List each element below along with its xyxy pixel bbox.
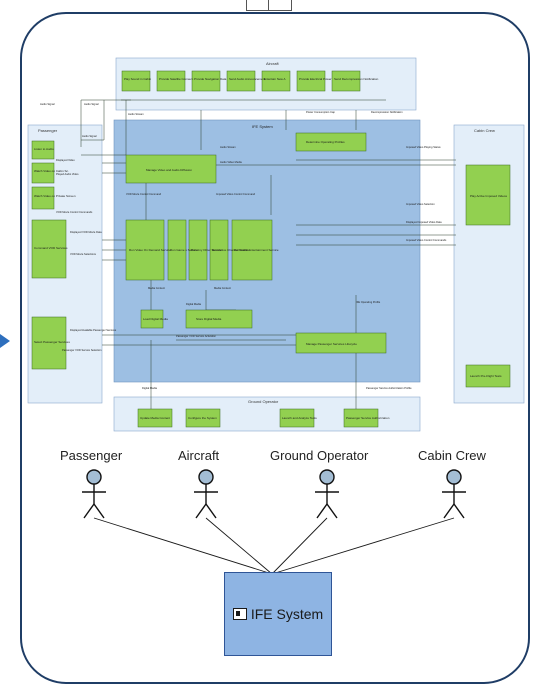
svg-text:Play Sound in Cabin: Play Sound in Cabin xyxy=(124,77,152,81)
passenger-actor-icon xyxy=(82,469,106,519)
ife-system-text: IFE System xyxy=(250,606,324,622)
cabin-crew-functions: Play Active Imposed Videos Launch Pre-Fl… xyxy=(465,164,511,388)
svg-text:Run Any Other Service: Run Any Other Service xyxy=(191,248,222,252)
passenger-lane-title: Passenger xyxy=(38,128,58,133)
ground-lane-title: Ground Operator xyxy=(248,399,279,404)
svg-text:Media Content: Media Content xyxy=(148,286,165,290)
arrow-pointer-icon xyxy=(0,334,10,348)
svg-text:Launch Pre-Flight Tests: Launch Pre-Flight Tests xyxy=(470,374,502,378)
svg-text:Run Cabin Entertainment Servic: Run Cabin Entertainment Service xyxy=(234,248,279,252)
svg-text:Manage Video and Audio Diffusi: Manage Video and Audio Diffusion xyxy=(146,168,192,172)
svg-text:Command VOD Services: Command VOD Services xyxy=(34,246,68,250)
svg-text:Run Game s Service: Run Game s Service xyxy=(170,248,198,252)
svg-text:Audio Video Media: Audio Video Media xyxy=(220,160,242,164)
svg-text:Manage Passenger Services Life: Manage Passenger Services Lifecycle xyxy=(306,342,357,346)
svg-text:Media Content: Media Content xyxy=(214,286,231,290)
svg-text:Provide Navigation Data: Provide Navigation Data xyxy=(194,77,227,81)
ife-architecture-diagram: Aircraft Passenger IFE System Cabin Crew… xyxy=(27,57,525,432)
svg-text:Select Passenger Services: Select Passenger Services xyxy=(34,340,70,344)
svg-text:Imposed Video Playing Status: Imposed Video Playing Status xyxy=(406,145,441,149)
svg-text:Update Media Content: Update Media Content xyxy=(140,416,170,420)
system-block-icon xyxy=(232,608,247,620)
svg-text:Audio Signal: Audio Signal xyxy=(40,102,55,106)
actors-diagram xyxy=(82,469,466,575)
actor-label-passenger: Passenger xyxy=(60,448,123,463)
svg-text:Load Digital Media: Load Digital Media xyxy=(143,317,168,321)
actor-connection-lines xyxy=(93,517,455,575)
svg-text:Send Decompression Notificatio: Send Decompression Notification xyxy=(334,77,379,81)
svg-text:VOD Movie Selections: VOD Movie Selections xyxy=(70,252,97,256)
svg-text:Digital Media: Digital Media xyxy=(186,302,202,306)
svg-text:Power Consumption Cap: Power Consumption Cap xyxy=(306,110,335,114)
ground-operator-functions: Update Media Content Configure the Syste… xyxy=(137,408,390,428)
svg-text:Decompression Notification: Decompression Notification xyxy=(371,110,403,114)
svg-text:Displayed Available Passenger: Displayed Available Passenger Services xyxy=(70,328,117,332)
svg-text:Imposed Video Selection: Imposed Video Selection xyxy=(406,202,435,206)
svg-text:Send Audio Announcement: Send Audio Announcement xyxy=(229,77,265,81)
svg-text:Passenger Service Authorizatio: Passenger Service Authorization xyxy=(346,416,390,420)
svg-text:Run Video On Demand Service: Run Video On Demand Service xyxy=(129,248,171,252)
ife-system-label: IFE System xyxy=(232,606,324,622)
svg-text:Store Digital Media: Store Digital Media xyxy=(196,317,222,321)
svg-text:IFE Operating Profile: IFE Operating Profile xyxy=(356,300,381,304)
svg-text:Imposed Video Control Commands: Imposed Video Control Commands xyxy=(406,238,447,242)
actor-label-ground-operator: Ground Operator xyxy=(270,448,369,463)
svg-text:Watch Video on Cabin Sc.: Watch Video on Cabin Sc. xyxy=(34,169,69,173)
ife-lane-title: IFE System xyxy=(252,124,273,129)
passenger-functions: Listen to Audio Watch Video on Cabin Sc.… xyxy=(31,140,76,370)
svg-text:Audio Stream: Audio Stream xyxy=(128,112,144,116)
cabin-crew-actor-icon xyxy=(442,469,466,519)
frame-tabs xyxy=(236,0,296,12)
svg-text:Digital Media: Digital Media xyxy=(142,386,158,390)
svg-text:Displayed Imposed Video Data: Displayed Imposed Video Data xyxy=(406,220,442,224)
svg-text:Listen to Audio: Listen to Audio xyxy=(34,147,54,151)
svg-text:Watch Video on Private Screen: Watch Video on Private Screen xyxy=(34,194,76,198)
svg-text:Audio Stream: Audio Stream xyxy=(220,145,236,149)
svg-text:Entertain New A: Entertain New A xyxy=(264,77,286,81)
svg-text:Audio Signal: Audio Signal xyxy=(82,134,97,138)
svg-text:Configure the System: Configure the System xyxy=(188,416,217,420)
ife-functions: Manage Video and Audio Diffusion Determi… xyxy=(125,132,387,354)
svg-text:Passenger VOD Service Activati: Passenger VOD Service Activation xyxy=(176,334,216,338)
svg-text:Determine Operating Profiles: Determine Operating Profiles xyxy=(306,140,345,144)
svg-text:Passenger Service Authorizatio: Passenger Service Authorization Profile xyxy=(366,386,412,390)
svg-text:Run Active Channel Service: Run Active Channel Service xyxy=(212,248,250,252)
tab-right xyxy=(268,0,292,11)
aircraft-lane-title: Aircraft xyxy=(266,61,280,66)
svg-text:Launch and Analyze Tests: Launch and Analyze Tests xyxy=(282,416,317,420)
svg-text:Imposed Video Control Command: Imposed Video Control Command xyxy=(216,192,256,196)
exchange-labels: Audio Signal Audio Signal Audio Signal A… xyxy=(40,102,447,390)
aircraft-functions: Play Sound in Cabin Provide Satellite Co… xyxy=(121,70,379,92)
svg-text:Provide Satellite Connect.: Provide Satellite Connect. xyxy=(159,77,194,81)
svg-text:VOD Movie Control Commands: VOD Movie Control Commands xyxy=(56,210,93,214)
svg-text:VOD Movie Control Command: VOD Movie Control Command xyxy=(126,192,162,196)
svg-text:Provide Electrical Power: Provide Electrical Power xyxy=(299,77,332,81)
cabin-crew-lane-title: Cabin Crew xyxy=(474,128,495,133)
svg-text:Play Active Imposed Videos: Play Active Imposed Videos xyxy=(470,194,507,198)
ife-system-block[interactable]: IFE System xyxy=(224,572,332,656)
actor-label-aircraft: Aircraft xyxy=(178,448,220,463)
svg-text:Passenger VOD Service Selectio: Passenger VOD Service Selection xyxy=(62,348,102,352)
tab-left xyxy=(246,0,270,11)
svg-text:Displayed VOD Movie Data: Displayed VOD Movie Data xyxy=(70,230,102,234)
aircraft-actor-icon xyxy=(194,469,218,519)
svg-text:Displayed Video: Displayed Video xyxy=(56,158,75,162)
actor-label-cabin-crew: Cabin Crew xyxy=(418,448,486,463)
ground-operator-actor-icon xyxy=(315,469,339,519)
svg-text:Audio Signal: Audio Signal xyxy=(84,102,99,106)
svg-text:Played Audio Video: Played Audio Video xyxy=(56,172,79,176)
